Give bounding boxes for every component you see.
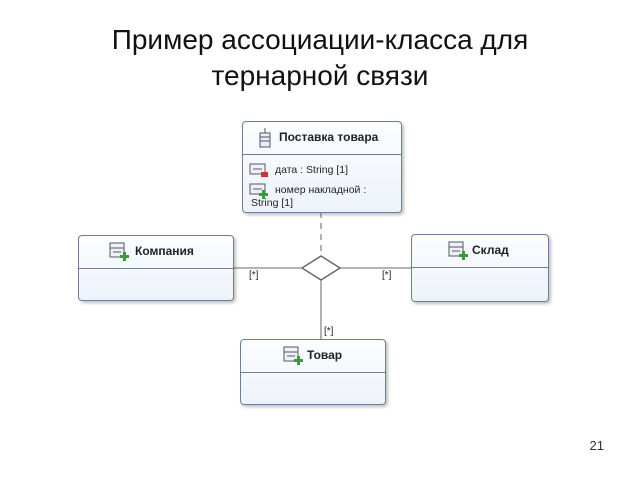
attribute-invoice-line1: номер накладной : <box>275 184 367 196</box>
class-box-company[interactable]: Компания <box>78 235 234 301</box>
class-icon <box>448 241 468 260</box>
class-warehouse-name: Склад <box>472 243 509 257</box>
class-company-name: Компания <box>135 244 194 258</box>
class-company-header: Компания <box>79 236 233 269</box>
class-product-header: Товар <box>241 340 385 373</box>
attribute-invoice-number[interactable]: номер накладной : String [1] <box>249 182 399 210</box>
slide-title: Пример ассоциации-класса для тернарной с… <box>0 22 640 94</box>
association-class-icon <box>259 128 271 148</box>
private-attribute-icon <box>249 163 268 177</box>
attribute-date-text: дата : String [1] <box>275 164 349 176</box>
multiplicity-left: [*] <box>249 270 259 281</box>
title-line-2: тернарной связи <box>211 60 429 91</box>
public-attribute-icon <box>249 183 268 199</box>
association-diamond <box>300 255 342 281</box>
class-icon <box>283 346 303 365</box>
association-class-name: Поставка товара <box>279 130 379 144</box>
class-product-name: Товар <box>307 348 343 362</box>
attribute-date[interactable]: дата : String [1] <box>249 162 399 180</box>
class-box-product[interactable]: Товар <box>240 339 386 405</box>
attribute-invoice-line2: String [1] <box>251 197 294 209</box>
class-icon <box>109 242 129 261</box>
page-number: 21 <box>589 438 604 453</box>
multiplicity-right: [*] <box>382 270 392 281</box>
class-box-warehouse[interactable]: Склад <box>411 234 549 302</box>
title-line-1: Пример ассоциации-класса для <box>111 24 529 55</box>
multiplicity-bottom: [*] <box>324 326 334 337</box>
association-class-header: Поставка товара <box>243 122 401 155</box>
association-class-box[interactable]: Поставка товара дата : String [1] номер … <box>242 121 402 213</box>
class-warehouse-header: Склад <box>412 235 548 268</box>
